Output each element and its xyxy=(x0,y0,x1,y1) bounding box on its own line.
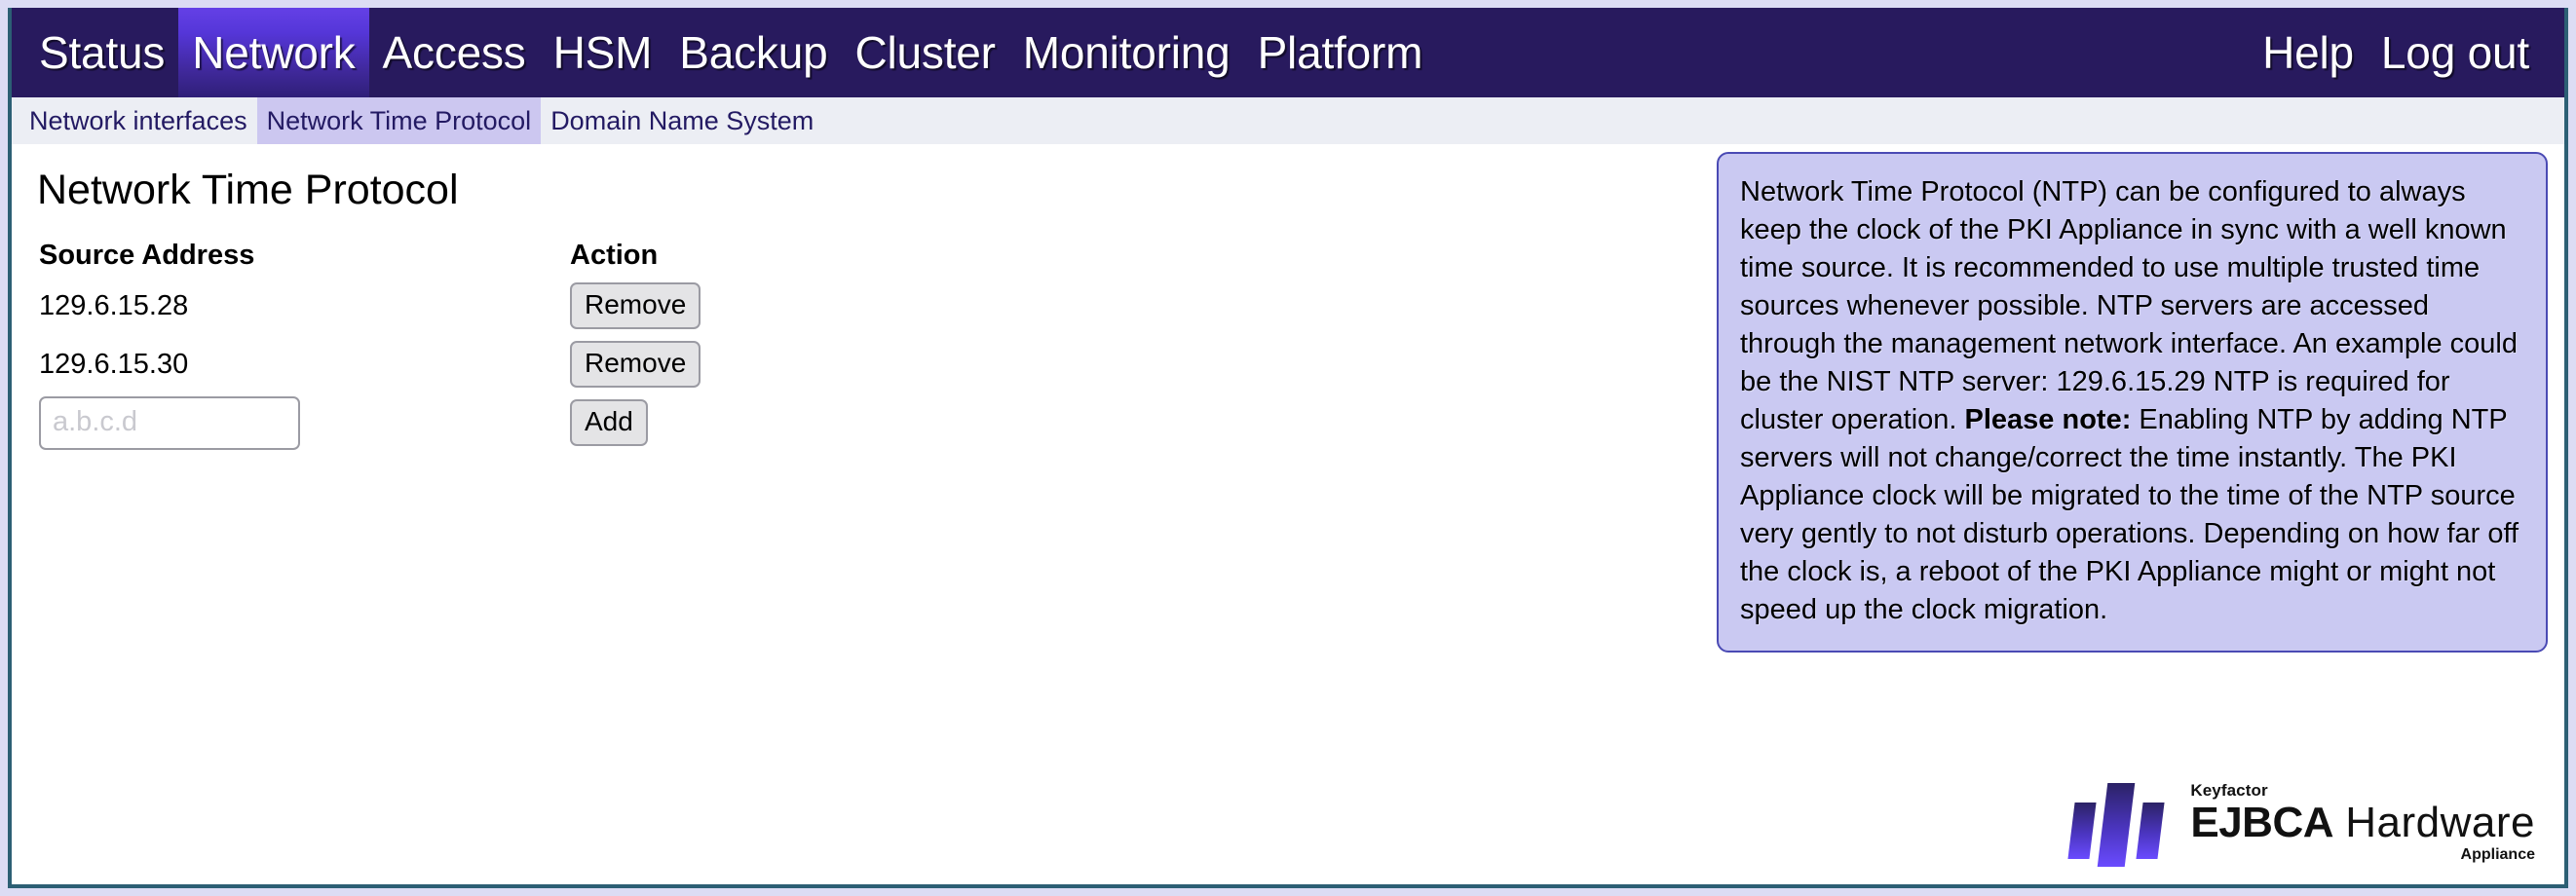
info-panel: Network Time Protocol (NTP) can be confi… xyxy=(1717,152,2548,653)
nav-item-network[interactable]: Network xyxy=(178,8,369,97)
sub-navigation-bar: Network interfaces Network Time Protocol… xyxy=(12,97,2564,144)
nav-item-platform[interactable]: Platform xyxy=(1257,27,1423,78)
column-header-source-address-label: Source Address xyxy=(39,239,255,271)
source-address-value: 129.6.15.28 xyxy=(39,289,189,321)
main-navigation-bar: Status Network Access HSM Backup Cluster… xyxy=(12,8,2564,97)
nav-item-help[interactable]: Help xyxy=(2262,27,2354,78)
table-new-row: Add xyxy=(39,393,960,452)
remove-button[interactable]: Remove xyxy=(570,282,701,329)
ntp-sources-table: Source Address Action 129.6.15.28 Remove xyxy=(39,234,960,452)
main-content-area: Network Time Protocol Source Address Act… xyxy=(12,144,2564,884)
subnav-item-domain-name-system[interactable]: Domain Name System xyxy=(550,105,814,135)
subnav-item-network-interfaces[interactable]: Network interfaces xyxy=(29,105,247,135)
action-cell: Remove xyxy=(570,341,960,388)
remove-button[interactable]: Remove xyxy=(570,341,701,388)
ejbca-hardware-appliance-logo: Keyfactor EJBCA Hardware Appliance xyxy=(2067,781,2535,867)
nav-item-status[interactable]: Status xyxy=(39,27,166,78)
info-panel-text-emphasis: Please note: xyxy=(1964,404,2132,435)
source-address-value: 129.6.15.30 xyxy=(39,348,189,380)
nav-item-log-out[interactable]: Log out xyxy=(2380,27,2529,78)
nav-item-monitoring[interactable]: Monitoring xyxy=(1022,27,1231,78)
logo-product-name: EJBCA Hardware xyxy=(2190,798,2535,846)
page-title: Network Time Protocol xyxy=(37,167,459,213)
logo-bar-right xyxy=(2136,803,2165,859)
logo-product-hardware: Hardware xyxy=(2345,798,2535,846)
table-row: 129.6.15.30 Remove xyxy=(39,335,960,393)
nav-item-cluster[interactable]: Cluster xyxy=(854,27,996,78)
nav-item-backup[interactable]: Backup xyxy=(679,27,828,78)
logo-subtitle: Appliance xyxy=(2460,845,2535,863)
app-frame: Status Network Access HSM Backup Cluster… xyxy=(8,8,2568,888)
column-header-action: Action xyxy=(570,239,960,271)
main-nav-left-group: Status Network Access HSM Backup Cluster… xyxy=(25,8,1436,97)
logo-bar-left xyxy=(2067,803,2097,859)
logo-wordmark: Keyfactor EJBCA Hardware Appliance xyxy=(2190,782,2535,867)
logo-brand-name: Keyfactor xyxy=(2190,780,2268,800)
new-action-cell: Add xyxy=(570,399,960,446)
logo-bar-middle xyxy=(2098,783,2136,867)
new-source-address-input[interactable] xyxy=(39,395,300,450)
main-nav-right-group: Help Log out xyxy=(2249,8,2558,97)
column-header-action-label: Action xyxy=(570,239,659,271)
info-panel-text-part2: Enabling NTP by adding NTP servers will … xyxy=(1740,404,2519,625)
column-header-source-address: Source Address xyxy=(39,239,570,271)
nav-item-hsm[interactable]: HSM xyxy=(552,27,653,78)
add-button[interactable]: Add xyxy=(570,399,648,446)
keyfactor-bars-icon xyxy=(2067,781,2175,867)
info-panel-text: Network Time Protocol (NTP) can be confi… xyxy=(1740,173,2524,629)
table-header-row: Source Address Action xyxy=(39,234,960,277)
source-address-cell: 129.6.15.28 xyxy=(39,289,570,321)
logo-product-ejbca: EJBCA xyxy=(2190,798,2334,846)
action-cell: Remove xyxy=(570,282,960,329)
table-row: 129.6.15.28 Remove xyxy=(39,277,960,335)
source-address-cell: 129.6.15.30 xyxy=(39,348,570,380)
nav-item-access[interactable]: Access xyxy=(382,27,526,78)
subnav-item-network-time-protocol[interactable]: Network Time Protocol xyxy=(256,97,542,144)
info-panel-text-part1: Network Time Protocol (NTP) can be confi… xyxy=(1740,176,2518,435)
new-source-address-cell xyxy=(39,395,570,450)
